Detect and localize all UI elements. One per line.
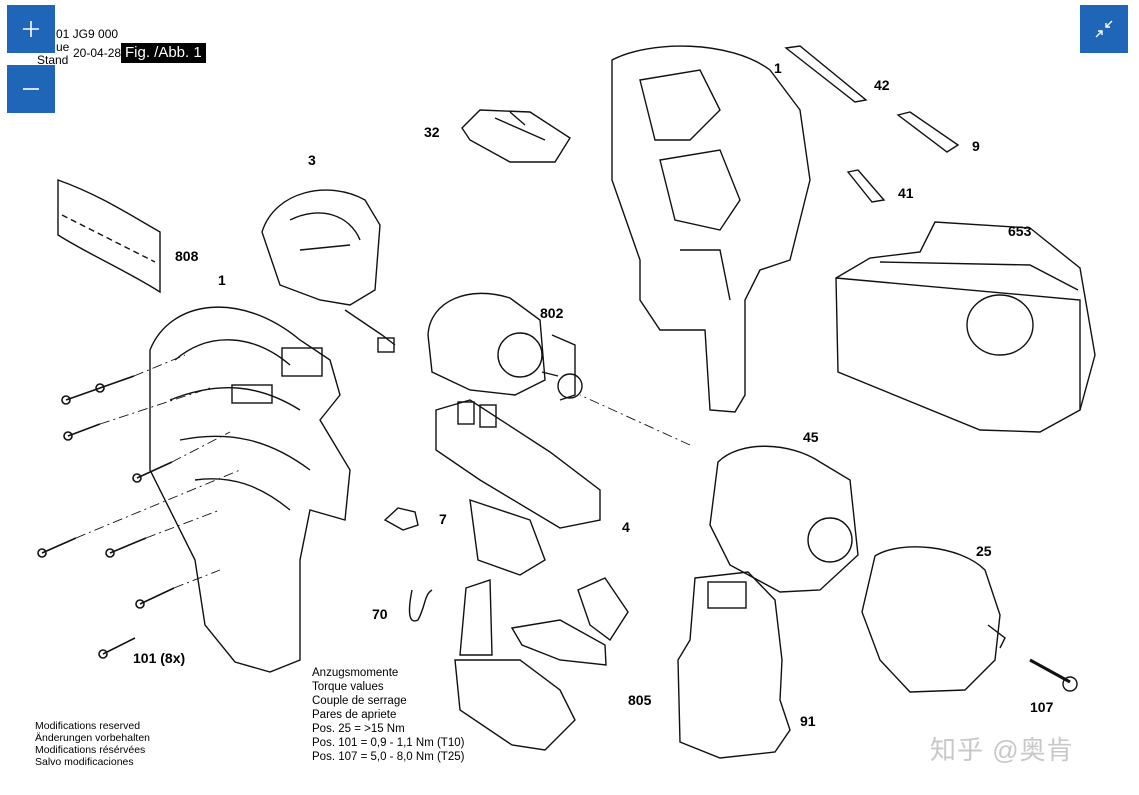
torque-line: Pos. 101 = 0,9 - 1,1 Nm (T10) xyxy=(312,737,465,749)
part-label-107: 107 xyxy=(1030,699,1054,715)
label-strip-41 xyxy=(846,169,886,203)
motor-802 xyxy=(427,292,546,396)
clip-7 xyxy=(383,507,419,531)
motor-housing-3 xyxy=(261,189,381,306)
part-label-805: 805 xyxy=(628,692,652,708)
part-label-91: 91 xyxy=(800,713,816,729)
torque-line: Couple de serrage xyxy=(312,695,407,707)
housing-half-right xyxy=(611,45,811,413)
part-label-1-right: 1 xyxy=(774,60,782,76)
part-label-42: 42 xyxy=(874,77,890,93)
part-label-808: 808 xyxy=(175,248,199,264)
modifications-line: Salvo modificaciones xyxy=(35,756,134,768)
doc-number: 01 JG9 000 xyxy=(56,27,119,41)
plus-icon xyxy=(23,21,39,37)
gearbox-45 xyxy=(709,445,859,593)
screw-107 xyxy=(1029,658,1071,684)
housing-half-left xyxy=(149,306,351,673)
battery-91 xyxy=(677,571,791,759)
stand-label: Stand xyxy=(37,53,69,67)
chuck-25 xyxy=(861,546,1001,693)
charger-653 xyxy=(835,221,1096,433)
label-sheet-808 xyxy=(57,179,161,294)
part-label-101: 101 (8x) xyxy=(133,650,186,666)
torque-line: Anzugsmomente xyxy=(312,667,399,679)
date-label: 20-04-28 xyxy=(73,46,122,60)
part-label-7: 7 xyxy=(439,511,447,527)
modifications-line: Modifications résérvées xyxy=(35,744,146,756)
part-label-1-left: 1 xyxy=(218,272,226,288)
spring-70 xyxy=(408,589,433,622)
screws-101 xyxy=(37,375,175,659)
torque-line: Pos. 107 = 5,0 - 8,0 Nm (T25) xyxy=(312,751,465,763)
part-label-45: 45 xyxy=(803,429,819,445)
torque-notes: Anzugsmomente Torque values Couple de se… xyxy=(312,666,464,764)
part-label-4: 4 xyxy=(622,519,630,535)
modifications-line: Änderungen vorbehalten xyxy=(35,732,151,744)
zoom-out-button[interactable] xyxy=(7,65,55,113)
switch-cover-32 xyxy=(461,109,571,163)
collapse-arrows-icon xyxy=(1095,20,1113,38)
part-label-25: 25 xyxy=(976,543,992,559)
switch-805 xyxy=(459,579,493,656)
torque-line: Pos. 25 = >15 Nm xyxy=(312,723,405,735)
zoom-in-button[interactable] xyxy=(7,5,55,53)
collapse-button[interactable] xyxy=(1080,5,1128,53)
modifications-line: Modifications reserved xyxy=(35,720,141,732)
part-label-3: 3 xyxy=(308,152,316,168)
part-label-70: 70 xyxy=(372,606,388,622)
part-label-653: 653 xyxy=(1008,223,1032,239)
figure-label: Fig. /Abb. 1 xyxy=(121,43,206,63)
torque-line: Pares de apriete xyxy=(312,709,397,721)
torque-line: Torque values xyxy=(312,681,384,693)
issue-label: ue xyxy=(56,40,70,54)
minus-icon xyxy=(23,88,39,90)
label-strip-42 xyxy=(784,45,868,103)
part-label-32: 32 xyxy=(424,124,440,140)
pcb-4 xyxy=(435,399,601,529)
part-label-9: 9 xyxy=(972,138,980,154)
modifications-notice: Modifications reserved Änderungen vorbeh… xyxy=(35,720,150,768)
watermark: 知乎 @奥肯 xyxy=(930,735,1074,765)
part-label-41: 41 xyxy=(898,185,914,201)
label-strip-9 xyxy=(896,111,960,153)
part-label-802: 802 xyxy=(540,305,564,321)
